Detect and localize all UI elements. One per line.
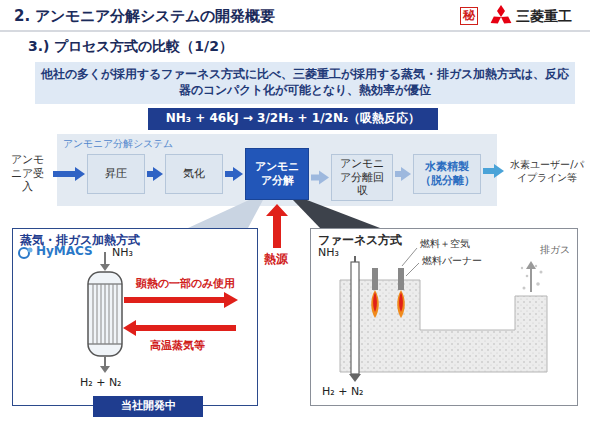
reaction-box: NH₃ + 46kJ → 3/2H₂ + 1/2N₂（吸熱反応） [148,108,438,130]
callout-wedge [293,200,380,228]
heat-note: 高温蒸気等 [150,339,205,352]
status-badge: 当社開発中 [93,396,203,417]
arrow-shaft [53,171,76,177]
page-title: 2. アンモニア分解システムの開発概要 [14,7,275,25]
arrow-shaft [147,171,154,177]
arrow-shaft [395,171,402,177]
node-text: アンモニア分離回収 [336,157,388,198]
node-text: アンモニア分解 [250,160,304,187]
arrow-shaft [311,175,320,181]
arrow-head [75,167,85,181]
connector [395,167,411,181]
section-title: 3.) プロセス方式の比較（1/2） [28,38,233,55]
flow-label: NH₃ [112,246,133,259]
process-box: 気化 [165,154,223,194]
connector [225,167,243,181]
system-band: アンモニア分解システム昇圧 気化 アンモニア分解 アンモニア分離回収 水素精製（脱分離） [57,134,497,206]
arrow-head [153,167,163,181]
output-text: 水素ユーザー/パイプライン等 [506,152,588,190]
flow-label: H₂ + N₂ [80,376,122,389]
arrow-head [401,167,411,181]
arrow-head [233,167,243,181]
heat-note: 顕熱の一部のみ使用 [136,277,235,290]
part-label: 排ガス [540,244,570,256]
company-name: 三菱重工 [516,8,572,25]
flow-label: NH₃ [318,246,339,259]
connector [53,167,85,181]
callout-wedge [188,200,263,228]
summary-band: 他社の多くが採用するファーネス方式に比べ、三菱重工が採用する蒸気・排ガス加熱方式… [35,62,575,104]
process-box: アンモニア分離回収 [331,154,393,201]
connector [483,164,504,178]
process-box: 水素精製（脱分離） [413,154,481,194]
arrow-shaft [225,171,234,177]
process-box: アンモニア分解 [245,148,309,200]
arrow-head [494,164,504,178]
input-text: アンモニア受入 [3,150,51,197]
flow-label: H₂ + N₂ [322,385,364,398]
node-text: 他社の多くが採用するファーネス方式に比べ、三菱重工が採用する蒸気・排ガス加熱方式… [39,67,571,98]
part-label: 燃料＋空気 [420,238,470,249]
arrow-head [319,171,329,185]
node-text: 水素ユーザー/パイプライン等 [510,158,584,184]
node-text: 昇圧 [105,167,127,181]
connector [147,167,163,181]
node-text: 気化 [183,167,205,181]
node-text: 水素精製（脱分離） [418,160,476,187]
connector [188,200,263,228]
node-text: アンモニア受入 [7,153,47,194]
connector [293,200,380,228]
node-text: NH₃ + 46kJ → 3/2H₂ + 1/2N₂（吸熱反応） [166,111,420,127]
product-name: HyMACS [36,244,93,258]
confidential-mark: 秘 [460,7,478,25]
process-box: 昇圧 [87,154,145,194]
node-text: アンモニア分解システム [63,137,491,150]
heat-source-label: 熱源 [264,252,288,266]
connector [311,171,329,185]
part-label: 燃料バーナー [422,255,482,266]
node-text: 当社開発中 [121,399,176,413]
arrow-shaft [483,168,495,174]
